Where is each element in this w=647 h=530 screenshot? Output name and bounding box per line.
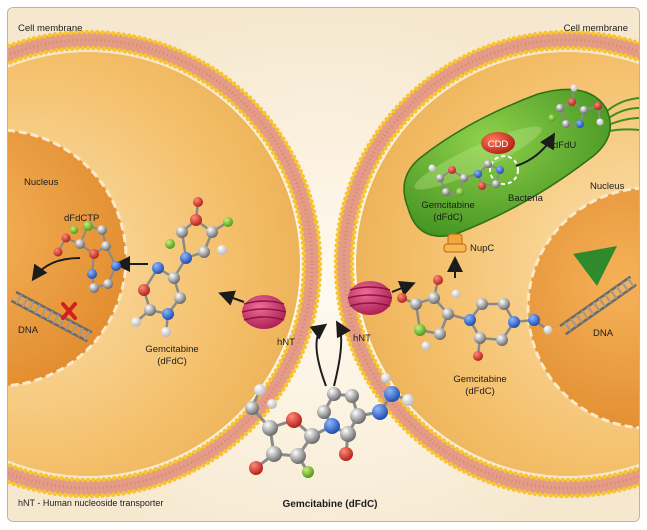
left-dna-icon <box>10 290 93 343</box>
right-hnt-influx-arrow <box>391 281 416 296</box>
hnt-transporter-right-icon <box>347 281 393 315</box>
dna-activation-arrow <box>573 246 617 286</box>
dna-left-label: DNA <box>18 325 39 336</box>
figure-frame: Cell membrane Cell membrane Nucleus Nucl… <box>7 7 640 522</box>
nupc-label: NupC <box>470 243 494 254</box>
cdd-target-circle <box>489 155 519 185</box>
hnt-right-label: hNT <box>353 333 371 344</box>
bacteria-label: Bacteria <box>508 193 544 204</box>
gemcitabine-molecule-right-icon <box>397 275 553 361</box>
nupc-transporter-icon <box>443 233 467 253</box>
left-cell-membrane-texture <box>8 38 314 490</box>
gemcitabine-bacteria-abbr: (dFdC) <box>433 212 463 223</box>
center-to-right-hnt-arrow <box>333 320 351 387</box>
gemcitabine-molecule-bacteria-icon <box>428 160 504 196</box>
hnt-left-label: hNT <box>277 337 295 348</box>
gemcitabine-right-abbr: (dFdC) <box>465 386 495 397</box>
right-membrane-beads-outer <box>333 29 639 499</box>
cdd-label: CDD <box>488 139 509 150</box>
cdd-conversion-arrow <box>515 132 556 167</box>
gemcitabine-left-abbr: (dFdC) <box>157 356 187 367</box>
left-membrane-beads-outer <box>8 29 323 499</box>
right-cell-membrane <box>336 32 639 496</box>
gemcitabine-right-name: Gemcitabine <box>453 374 506 385</box>
hnt-transporter-left-icon <box>241 295 287 329</box>
cdd-enzyme-icon <box>481 132 515 154</box>
center-title-label: Gemcitabine (dFdC) <box>282 499 377 510</box>
cell-membrane-right-label: Cell membrane <box>564 23 628 34</box>
left-hnt-influx-arrow <box>218 290 245 306</box>
footnote-label: hNT - Human nucleoside transporter <box>18 498 163 508</box>
center-to-left-hnt-arrow <box>309 323 328 387</box>
right-dna-icon <box>559 275 637 336</box>
dfdctp-molecule-icon <box>53 221 121 293</box>
nucleus-right-label: Nucleus <box>590 181 625 192</box>
inhibition-x-icon <box>61 302 77 320</box>
cell-membrane-left-label: Cell membrane <box>18 23 82 34</box>
nucleus-left-label: Nucleus <box>24 177 59 188</box>
gemcitabine-molecule-left-icon <box>131 197 233 337</box>
dfdctp-to-dna-arrow <box>31 257 81 282</box>
dna-right-label: DNA <box>593 328 614 339</box>
gemcitabine-bacteria-name: Gemcitabine <box>421 200 474 211</box>
right-membrane-beads-inner <box>349 45 639 483</box>
figure-canvas: Cell membrane Cell membrane Nucleus Nucl… <box>8 8 639 521</box>
left-membrane-beads-inner <box>8 45 307 483</box>
dfdu-molecule-icon <box>548 84 604 128</box>
gemcitabine-left-name: Gemcitabine <box>145 344 198 355</box>
dfdctp-label: dFdCTP <box>64 213 99 224</box>
dfdu-label: dFdU <box>553 140 576 151</box>
gemcitabine-molecule-center-icon <box>245 373 414 478</box>
